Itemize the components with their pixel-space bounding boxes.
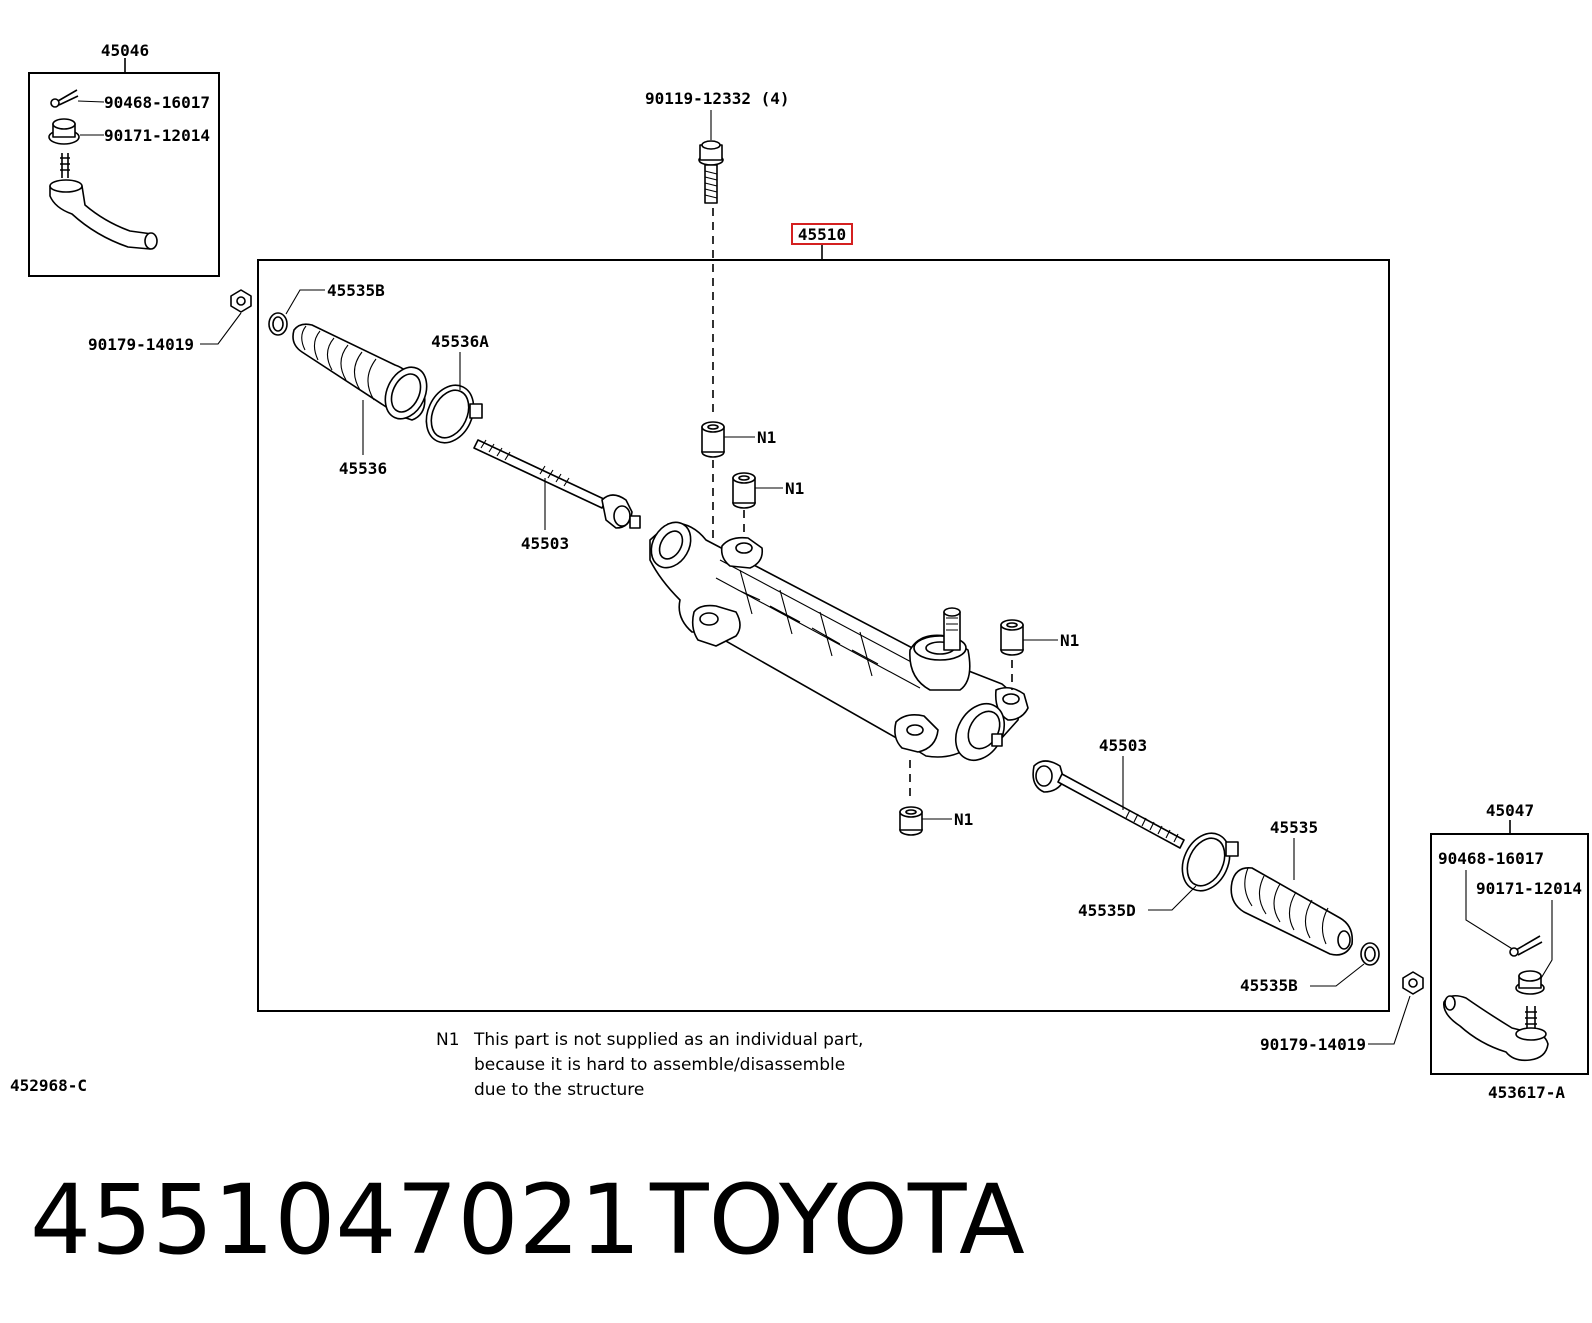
label-45503-right: 45503: [1099, 736, 1147, 755]
label-N1-4: N1: [954, 810, 973, 829]
label-90171-12014-left: 90171-12014: [104, 126, 210, 145]
diagram-ref-right: 453617-A: [1488, 1083, 1565, 1102]
nut-left-icon: [48, 118, 80, 145]
label-45047: 45047: [1486, 801, 1534, 820]
label-90468-16017-left: 90468-16017: [104, 93, 210, 112]
bushing-4-icon: [899, 806, 923, 836]
rack-housing-icon: [649, 521, 1029, 762]
label-45535B-right: 45535B: [1240, 976, 1298, 995]
note-line-3: due to the structure: [474, 1080, 644, 1100]
inner-rod-right-icon: [1032, 760, 1185, 849]
tie-rod-end-left-box: [28, 72, 220, 277]
boot-right-icon: [1230, 866, 1354, 956]
label-45503-left: 45503: [521, 534, 569, 553]
note-line-1: This part is not supplied as an individu…: [473, 1030, 863, 1050]
bolt-icon: [698, 140, 724, 204]
label-N1-2: N1: [785, 479, 804, 498]
tie-rod-end-left-group: 45046 90468-16017 90171-12014: [28, 41, 220, 277]
label-45536A: 45536A: [431, 332, 489, 351]
clamp-left-large-icon: [425, 384, 483, 444]
label-45535: 45535: [1270, 818, 1318, 837]
bushing-3-icon: [1000, 619, 1024, 656]
label-45535D: 45535D: [1078, 901, 1136, 920]
label-90179-14019-left: 90179-14019: [88, 335, 194, 354]
label-90468-16017-right: 90468-16017: [1438, 849, 1544, 868]
tie-rod-end-right-icon: [1443, 994, 1549, 1062]
label-90119-12332: 90119-12332 (4): [645, 89, 790, 108]
label-N1-3: N1: [1060, 631, 1079, 650]
bushing-1-icon: [701, 421, 725, 458]
nut-outer-right-icon: [1402, 971, 1424, 995]
label-90171-12014-right: 90171-12014: [1476, 879, 1582, 898]
boot-left-icon: [292, 323, 428, 421]
clamp-right-small-icon: [1360, 942, 1380, 966]
label-45535B-left: 45535B: [327, 281, 385, 300]
cotter-pin-left-icon: [50, 89, 79, 108]
note-line-2: because it is hard to assemble/disassemb…: [474, 1055, 845, 1075]
label-45536: 45536: [339, 459, 387, 478]
nut-outer-left-icon: [230, 289, 252, 313]
tie-rod-end-right-group: 45047 90468-16017 90171-12014: [1430, 801, 1589, 1075]
clamp-right-large-icon: [1181, 832, 1239, 892]
diagram-ref-left: 452968-C: [10, 1076, 87, 1095]
rack-assembly-box: [257, 259, 1390, 1012]
part-number-caption: 4551047021: [30, 1164, 641, 1276]
bushing-2-icon: [732, 472, 756, 509]
inner-rod-left-icon: [473, 439, 641, 529]
note-code: N1: [436, 1030, 460, 1050]
tie-rod-end-left-icon: [49, 153, 158, 250]
label-45046: 45046: [101, 41, 149, 60]
cotter-pin-right-icon: [1509, 935, 1543, 957]
brand-caption: TOYOTA: [649, 1164, 1025, 1276]
clamp-left-small-icon: [268, 312, 288, 336]
footnote: N1 This part is not supplied as an indiv…: [436, 1030, 863, 1100]
label-N1-1: N1: [757, 428, 776, 447]
nut-right-icon: [1515, 970, 1545, 995]
highlight-frame-45510: [791, 223, 853, 245]
label-90179-14019-right: 90179-14019: [1260, 1035, 1366, 1054]
label-45510: 45510: [798, 225, 846, 244]
